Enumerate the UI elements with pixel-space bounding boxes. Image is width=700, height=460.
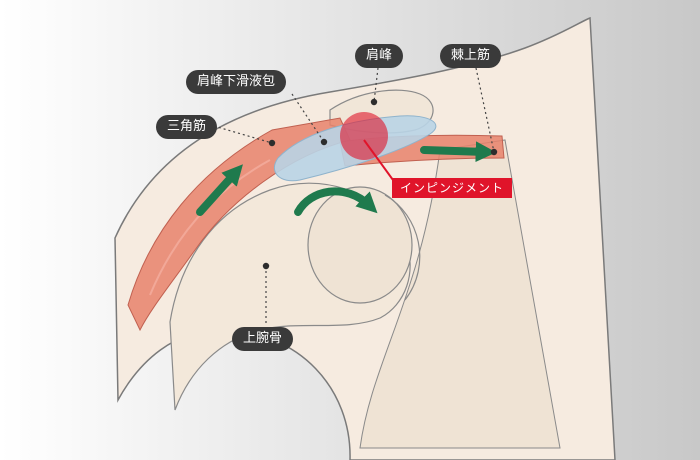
deltoid-fiber [149, 159, 271, 296]
humeral-head [307, 186, 413, 304]
impingement-zone [340, 112, 388, 160]
leader-deltoid [213, 125, 273, 144]
scapula-region [359, 139, 561, 449]
label-deltoid: 三角筋 [156, 115, 218, 139]
dot-bursa [320, 138, 328, 146]
label-acromion: 肩峰 [355, 44, 404, 68]
dot-acromion [370, 98, 378, 106]
label-impingement: インピンジメント [392, 178, 513, 198]
impingement-leader [363, 139, 394, 181]
dot-deltoid [268, 139, 276, 147]
label-humerus: 上腕骨 [232, 327, 294, 351]
leader-supraspinatus [475, 67, 495, 153]
label-supraspinatus: 棘上筋 [440, 44, 502, 68]
leader-dots [262, 98, 498, 270]
label-bursa: 肩峰下滑液包 [186, 70, 287, 94]
leader-lines [213, 67, 495, 326]
dot-supraspinatus [490, 148, 498, 156]
rotation-arrow-icon [294, 187, 378, 216]
leader-acromion [373, 67, 379, 103]
deltoid-pull-arrow-icon [196, 164, 243, 216]
supraspinatus-pull-arrow-icon [420, 141, 497, 163]
dot-humerus [262, 262, 270, 270]
glenoid-outline [384, 194, 421, 301]
